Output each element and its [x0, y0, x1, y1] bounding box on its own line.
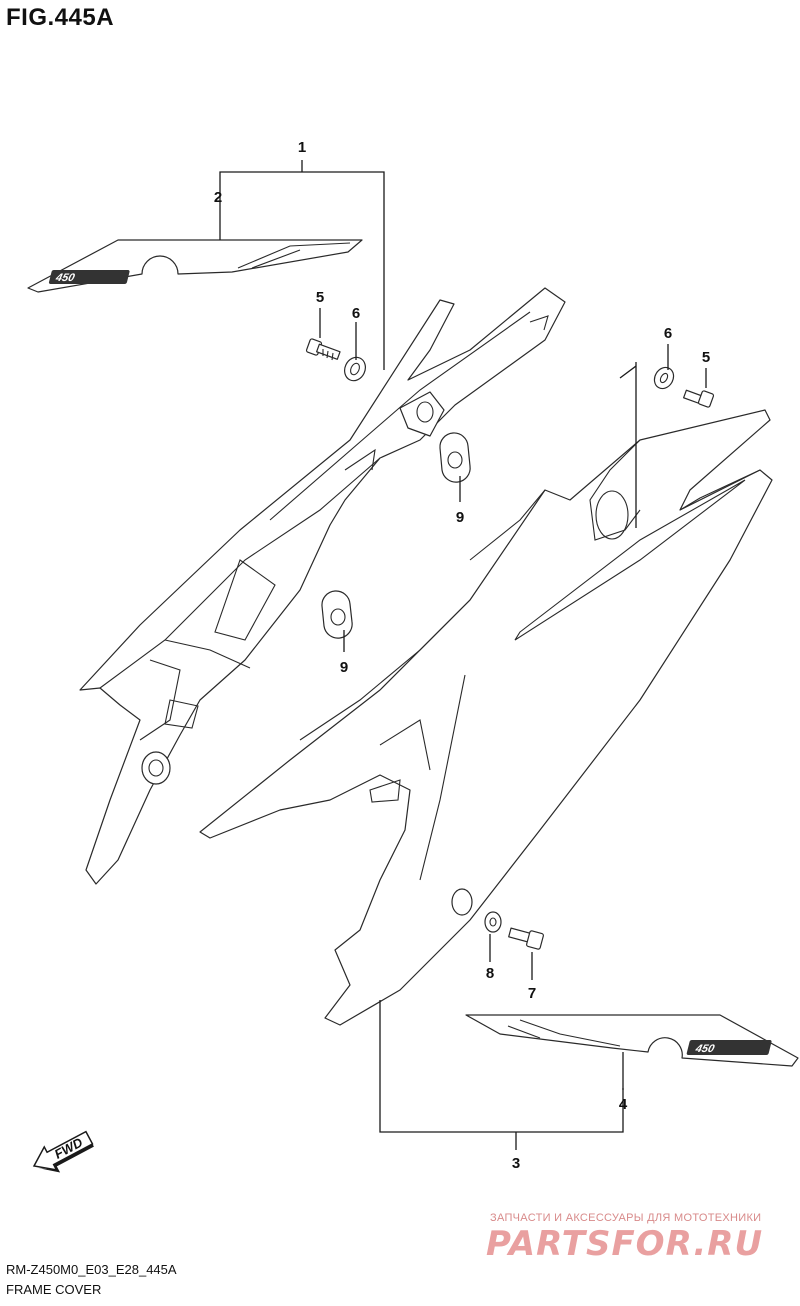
callout-8: 8 — [486, 965, 494, 982]
watermark-logo: PARTSFOR.RU — [486, 1224, 764, 1264]
bolt-lower[interactable] — [508, 927, 544, 950]
bolt-right[interactable] — [683, 389, 715, 408]
bolt-left[interactable] — [305, 338, 341, 361]
emblem-text-lower: 450 — [693, 1043, 716, 1055]
callout-9-lower: 9 — [340, 659, 348, 676]
callout-6-left: 6 — [352, 305, 360, 322]
callout-1: 1 — [298, 139, 306, 156]
washer[interactable] — [484, 911, 502, 933]
callout-6-right: 6 — [664, 325, 672, 342]
grommet-left[interactable] — [341, 354, 369, 384]
frame-cover-left[interactable] — [79, 287, 566, 885]
callout-2: 2 — [214, 189, 222, 206]
grommet-right[interactable] — [651, 364, 678, 392]
callout-5-left: 5 — [316, 289, 324, 306]
callout-7: 7 — [528, 985, 536, 1002]
diagram-name: FRAME COVER — [6, 1282, 102, 1297]
diagram-code: RM-Z450M0_E03_E28_445A — [6, 1262, 177, 1277]
cushion-lower[interactable] — [321, 590, 353, 639]
emblem-text-upper: 450 — [54, 272, 77, 284]
callout-4: 4 — [619, 1096, 628, 1113]
callout-9-upper: 9 — [456, 509, 464, 526]
cushion-upper[interactable] — [439, 432, 471, 483]
watermark-tagline: ЗАПЧАСТИ И АКСЕССУАРЫ ДЛЯ МОТОТЕХНИКИ — [490, 1212, 762, 1224]
callout-3: 3 — [512, 1155, 520, 1172]
frame-cover-right[interactable] — [199, 409, 773, 1026]
emblem-decal-lower[interactable]: 450 — [465, 1014, 799, 1067]
leader-lines — [219, 160, 707, 1150]
figure-title: FIG.445A — [6, 4, 115, 31]
fwd-arrow-icon: FWD — [32, 1130, 94, 1173]
callout-5-right: 5 — [702, 349, 710, 366]
emblem-decal-upper[interactable]: 450 — [27, 239, 363, 293]
